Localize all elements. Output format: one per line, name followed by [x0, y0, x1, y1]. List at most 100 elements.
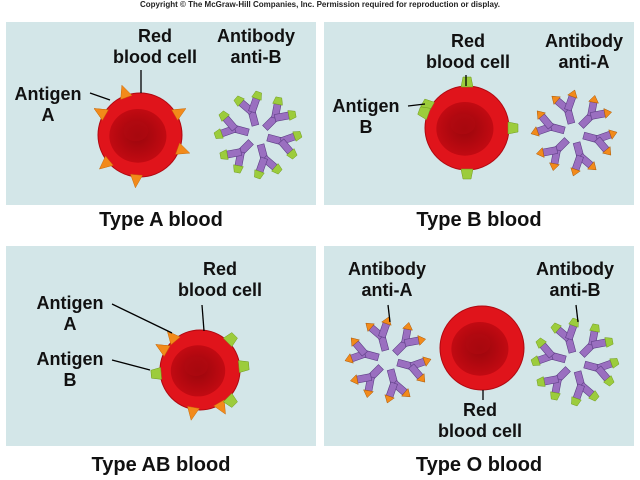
antibody-anti-a-cluster-tip — [530, 126, 540, 137]
antigen-b-marker-0 — [420, 98, 435, 114]
antigen-b-marker-3 — [460, 168, 474, 180]
antibody-o-anti-b-cluster-tip — [571, 396, 582, 407]
antibody-anti-a-cluster-tip — [549, 162, 560, 172]
antibody-anti-b-cluster-tip — [233, 95, 245, 107]
caption-type-a: Type A blood — [99, 209, 223, 231]
antigen-ab-a-marker-3 — [155, 344, 171, 357]
antigen-b-leader — [407, 103, 426, 107]
antibody-anti-b-cluster-tip — [233, 164, 244, 174]
antibody-o-anti-a-cluster-tip — [402, 321, 413, 331]
antibody-anti-a-cluster — [530, 89, 618, 177]
antibody-anti-b-cluster-tip — [213, 128, 224, 139]
antibody-o-anti-b-cluster-tip — [536, 376, 546, 387]
antibody-anti-b-cluster-tip — [218, 110, 230, 122]
antibody-o-anti-a-cluster-arm — [378, 322, 391, 339]
antigen-b-marker-1 — [460, 76, 474, 88]
copyright-notice: Copyright © The McGraw-Hill Companies, I… — [139, 0, 501, 9]
antigen-ab-b-marker-0 — [222, 332, 238, 348]
antibody-o-anti-a-cluster-tip — [384, 394, 395, 404]
antibody-anti-a-cluster-tip — [570, 167, 581, 177]
antibody-anti-b-cluster-tip — [271, 163, 283, 175]
antibody-o-anti-b-cluster-arm — [572, 383, 585, 400]
antigen-ab-b-marker-2 — [222, 392, 238, 408]
antibody-anti-b-cluster-tip — [287, 110, 297, 121]
antibody-anti-b-cluster-tip — [286, 148, 298, 160]
antibody-anti-a-cluster-tip — [587, 160, 597, 171]
red-blood-cell-type-ab-highlight — [184, 356, 208, 376]
antibody-o-b-leader — [575, 304, 579, 323]
antibody-anti-b-cluster-arm — [248, 97, 261, 114]
caption-type-o: Type O blood — [415, 454, 543, 476]
red-blood-cell-type-o-highlight — [465, 333, 491, 355]
antibody-anti-a-cluster-arm — [564, 95, 577, 112]
antibody-anti-a-cluster-tip — [567, 89, 578, 99]
antibody-o-anti-a-cluster-tip — [344, 353, 354, 364]
antibody-anti-b-cluster-tip — [272, 96, 283, 106]
caption-type-ab: Type AB blood — [91, 454, 231, 476]
antibody-o-anti-a-cluster-tip — [401, 387, 411, 398]
antibody-o-anti-a-cluster-tip — [363, 389, 374, 399]
antibody-o-anti-b-cluster-tip — [550, 391, 561, 401]
antibody-anti-a-cluster-tip — [608, 129, 618, 140]
antibody-o-anti-a-cluster-tip — [350, 337, 361, 347]
antibody-o-anti-a-cluster-tip — [365, 322, 375, 333]
antibody-o-anti-b-cluster-tip — [550, 322, 562, 334]
antibody-anti-b-cluster-tip — [219, 149, 229, 160]
antigen-a-marker-6 — [93, 108, 109, 121]
rbc-ab-leader — [201, 304, 205, 332]
antigen-ab-a-marker-2 — [213, 399, 226, 415]
antibody-anti-a-cluster-tip — [588, 94, 599, 104]
caption-type-b: Type B blood — [416, 209, 542, 231]
red-blood-cell-type-b-highlight — [450, 113, 476, 135]
antibody-anti-b-cluster-tip — [251, 90, 262, 101]
antibody-o-anti-b-cluster-tip — [603, 375, 615, 387]
antigen-a-marker-4 — [98, 155, 114, 170]
antigen-a-marker-3 — [171, 108, 187, 121]
antibody-anti-a-cluster-tip — [535, 147, 545, 158]
antigen-a-marker-2 — [175, 142, 191, 155]
antibody-anti-b-cluster-arm — [255, 156, 268, 173]
antibody-anti-a-cluster-tip — [601, 146, 612, 156]
antigen-b-marker-4 — [417, 106, 431, 120]
antibody-o-anti-a-cluster — [344, 316, 432, 404]
antibody-o-anti-b-cluster-tip — [535, 337, 547, 349]
antigen-ab-a-marker-0 — [166, 330, 181, 346]
antibody-o-anti-a-cluster-tip — [417, 335, 427, 346]
antigen-ab-a-leader — [111, 303, 173, 334]
antibody-anti-a-cluster-tip — [603, 108, 613, 119]
antibody-o-anti-b-cluster-arm — [565, 324, 578, 341]
antibody-anti-b-cluster-tip — [292, 131, 303, 142]
antibody-o-anti-b-cluster-tip — [530, 355, 541, 366]
antigen-ab-b-marker-3 — [150, 367, 162, 380]
antibody-o-anti-a-cluster-tip — [349, 374, 359, 385]
antibody-o-anti-a-cluster-tip — [415, 373, 426, 383]
antibody-anti-b-cluster — [213, 90, 303, 180]
antigen-a-leader — [89, 92, 111, 101]
antigen-a-marker-5 — [130, 174, 143, 189]
antibody-anti-a-cluster-arm — [571, 154, 584, 171]
antibody-o-anti-b-cluster — [530, 317, 620, 407]
antibody-anti-b-cluster-tip — [254, 169, 265, 180]
antigen-b-marker-2 — [507, 121, 519, 135]
antigen-a-marker-1 — [120, 84, 133, 100]
antibody-anti-a-cluster-tip — [551, 95, 561, 106]
antibody-o-anti-b-cluster-tip — [568, 317, 579, 328]
antibody-o-anti-a-cluster-arm — [385, 381, 398, 398]
antibody-o-a-leader — [387, 304, 391, 323]
antibody-anti-a-cluster-tip — [536, 110, 547, 120]
antigen-ab-a-marker-4 — [187, 406, 200, 421]
antigen-ab-b-marker-1 — [238, 360, 250, 373]
antibody-o-anti-b-cluster-tip — [604, 337, 614, 348]
